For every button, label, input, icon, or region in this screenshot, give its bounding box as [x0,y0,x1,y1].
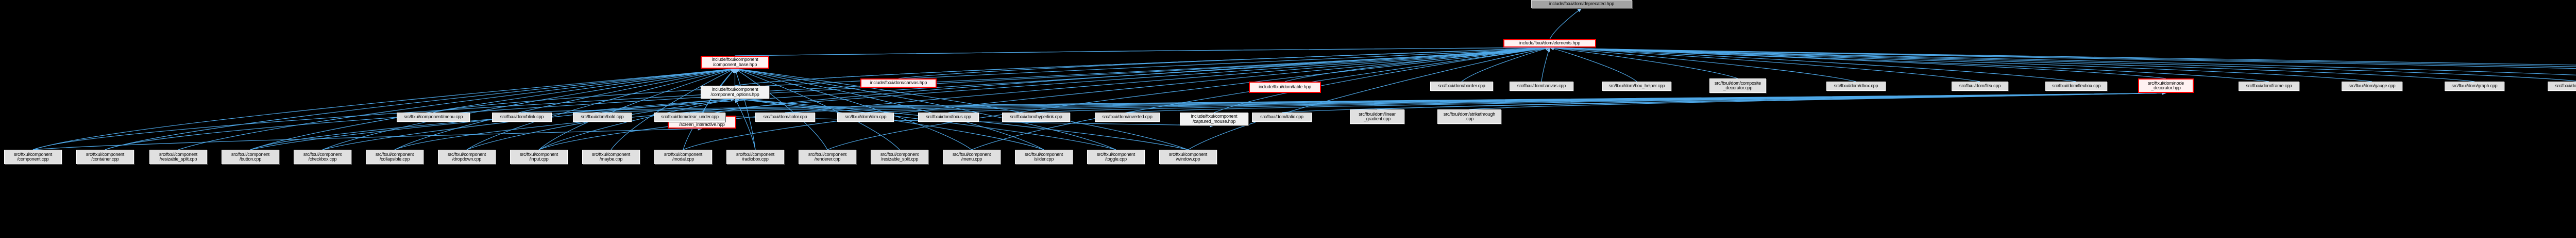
graph-edge [1549,45,2077,82]
graph-node[interactable]: src/ftxui/dom/inverted.cpp [1095,113,1160,122]
graph-edge [611,68,736,150]
graph-edge [734,68,900,150]
graph-node[interactable]: include/ftxui/dom/elements.hpp [1503,39,1596,47]
graph-edge [394,46,1550,150]
graph-node[interactable]: src/ftxui/component /button.cpp [222,150,279,164]
graph-edge [734,98,756,150]
graph-edge [734,67,1116,150]
graph-node[interactable]: src/ftxui/component /radiobox.cpp [726,150,784,164]
graph-node[interactable]: src/ftxui/component /toggle.cpp [1087,150,1145,164]
graph-node[interactable]: src/ftxui/dom/gauge.cpp [2342,82,2402,91]
graph-edge [178,67,736,150]
graph-node[interactable]: include/ftxui/dom/deprecated.hpp [1531,0,1632,8]
graph-node[interactable]: src/ftxui/dom/canvas.cpp [1510,82,1573,91]
graph-node[interactable]: src/ftxui/dom/border.cpp [1430,82,1493,91]
graph-node[interactable]: src/ftxui/dom/dim.cpp [837,113,894,122]
graph-edge [1549,45,1980,82]
graph-edge [538,46,1550,150]
graph-node[interactable]: src/ftxui/component /resizable_split.cpp [871,150,928,164]
graph-edge [734,68,1044,150]
graph-node[interactable]: src/ftxui/dom/box_helper.cpp [1602,82,1671,91]
graph-node[interactable]: src/ftxui/component /window.cpp [1159,150,1217,164]
graph-node[interactable]: src/ftxui/dom/linear _gradient.cpp [1350,109,1404,124]
graph-edge [1549,46,1738,79]
graph-edge [735,45,1550,56]
graph-edge [32,67,736,150]
graph-edge [32,126,703,150]
graph-node[interactable]: src/ftxui/dom/italic.cpp [1252,113,1312,122]
graph-node[interactable]: src/ftxui/component /input.cpp [510,150,568,164]
graph-edge [1461,46,1550,82]
graph-node[interactable]: src/ftxui/dom/blink.cpp [492,113,552,122]
graph-edge [1549,8,1582,40]
graph-edge [538,68,736,150]
graph-node[interactable]: src/ftxui/component/menu.cpp [397,113,470,122]
graph-edge [105,67,736,150]
graph-node[interactable]: include/ftxui/component /captured_mouse.… [1180,113,1248,125]
graph-node[interactable]: include/ftxui/dom/table.hpp [1249,82,1321,93]
graph-edge [734,68,756,150]
graph-edge [1541,47,1550,82]
graph-edge [735,45,1550,86]
graph-edge [250,46,1550,150]
graph-node[interactable]: src/ftxui/dom/hyperlink.cpp [1002,113,1070,122]
graph-node[interactable]: src/ftxui/component /slider.cpp [1015,150,1073,164]
graph-node[interactable]: src/ftxui/dom/focus.cpp [918,113,979,122]
graph-node[interactable]: src/ftxui/dom/graph.cpp [2445,82,2504,91]
graph-node[interactable]: src/ftxui/dom/color.cpp [755,113,815,122]
graph-node[interactable]: src/ftxui/component /dropdown.cpp [438,150,496,164]
graph-node[interactable]: src/ftxui/component /menu.cpp [943,150,1001,164]
graph-node[interactable]: src/ftxui/dom/flex.cpp [1952,82,2008,91]
graph-node[interactable]: src/ftxui/component /checkbox.cpp [294,150,351,164]
graph-node[interactable]: src/ftxui/component /maybe.cpp [582,150,640,164]
graph-edge [1549,45,2576,66]
graph-edge [1549,45,2576,75]
graph-edge [1549,46,1637,82]
graph-node[interactable]: src/ftxui/dom/strikethrough .cpp [1437,109,1501,124]
graph-node[interactable]: src/ftxui/component /renderer.cpp [799,150,856,164]
graph-node[interactable]: src/ftxui/dom/clear_under.cpp [654,113,725,122]
graph-node[interactable]: src/ftxui/dom/bold.cpp [573,113,632,122]
graph-edge [433,46,1550,113]
graph-edge [394,67,736,150]
graph-node[interactable]: include/ftxui/component /component_base.… [701,56,769,69]
graph-edge [1549,46,1856,82]
graph-edge [734,68,828,150]
graph-node[interactable]: src/ftxui/dom/flexbox.cpp [2045,82,2107,91]
graph-node[interactable]: include/ftxui/dom/canvas.hpp [860,78,937,88]
graph-edge [827,46,1550,150]
graph-edge [105,46,1550,150]
graph-node[interactable]: include/ftxui/component /component_optio… [701,86,769,99]
graph-node[interactable]: src/ftxui/dom/composite _decorator.cpp [1709,78,1766,93]
graph-node[interactable]: src/ftxui/dom/gridbox.cpp [2548,82,2576,91]
graph-node[interactable]: src/ftxui/component /container.cpp [76,150,134,164]
graph-node[interactable]: src/ftxui/component /modal.cpp [654,150,712,164]
graph-edge [898,45,1550,79]
graph-edge [466,68,736,150]
graph-node[interactable]: src/ftxui/component /component.cpp [4,150,62,164]
graph-edge [683,46,1550,150]
graph-edge [322,67,736,150]
graph-edge [1469,91,2166,110]
graph-node[interactable]: src/ftxui/dom/frame.cpp [2239,82,2299,91]
graph-node[interactable]: src/ftxui/dom/dbox.cpp [1826,82,1886,91]
graph-edge [734,67,1189,150]
graph-node[interactable]: src/ftxui/component /resizable_split.cpp [149,150,207,164]
graph-edge [1188,46,1550,150]
graph-edge [250,67,736,150]
graph-edge [734,68,972,150]
graph-node[interactable]: src/ftxui/component /collapsible.cpp [366,150,423,164]
graph-node[interactable]: src/ftxui/dom/node _decorator.hpp [2138,78,2194,93]
